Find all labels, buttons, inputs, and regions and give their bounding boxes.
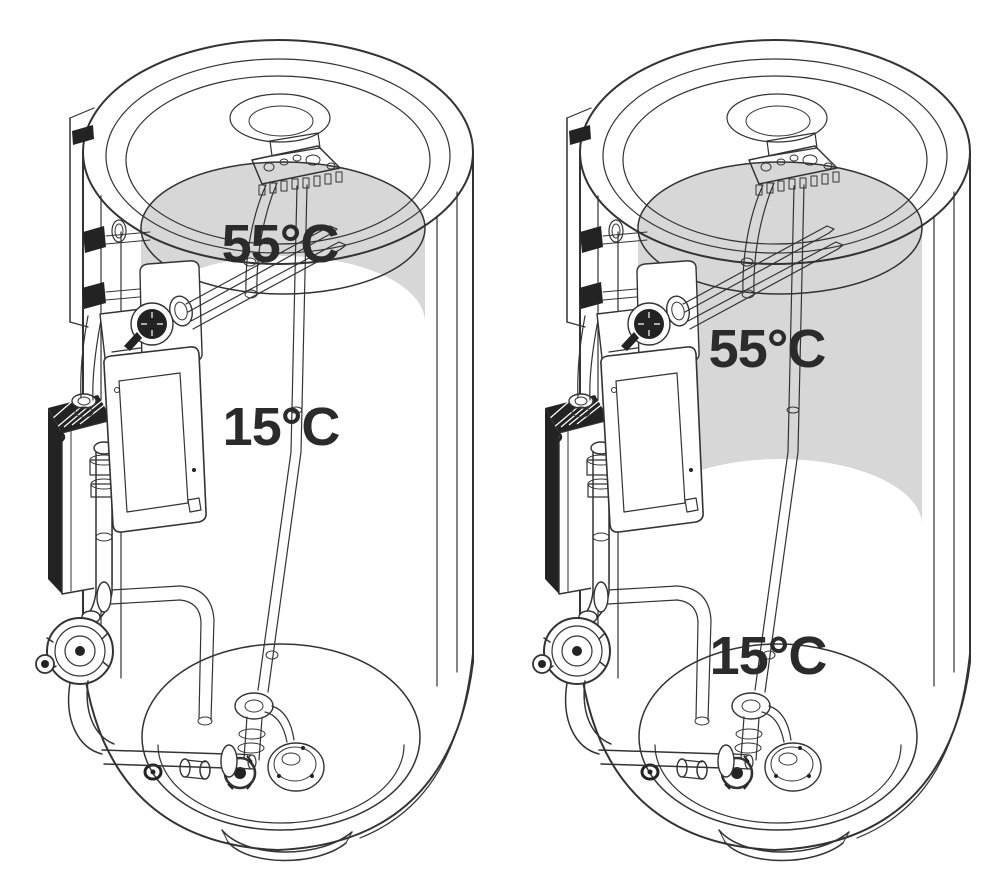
hot-temp-label-left: 55°C <box>222 214 339 274</box>
hot-temp-label-right: 55°C <box>709 319 826 379</box>
hot-water-zone-left <box>141 162 425 322</box>
tank-right: 55°C 15°C <box>531 38 972 863</box>
cold-temp-label-left: 15°C <box>223 397 340 457</box>
tank-left: 55°C 15°C <box>34 38 475 863</box>
cold-temp-label-right: 15°C <box>710 626 827 686</box>
hot-water-zone-right <box>638 162 922 526</box>
